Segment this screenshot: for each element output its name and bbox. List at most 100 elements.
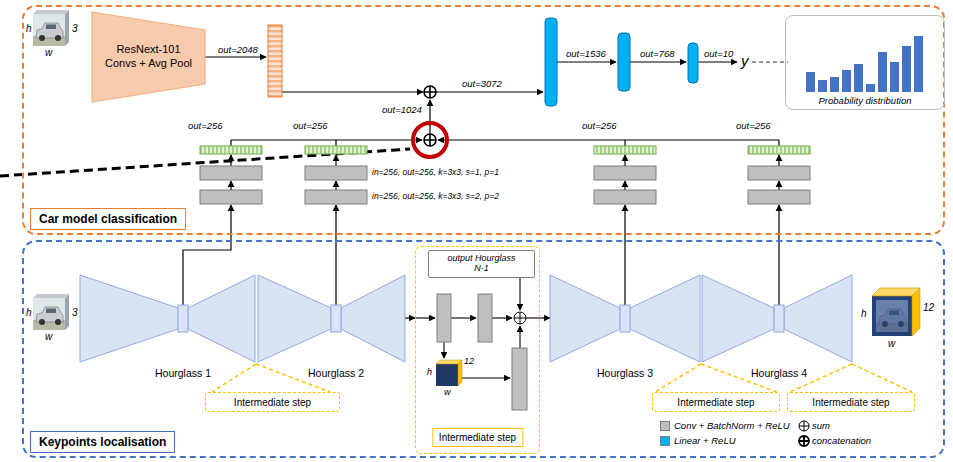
flow-line bbox=[205, 56, 266, 57]
input-image bbox=[33, 10, 69, 14]
legend-entry: Conv + BatchNorm + ReLU bbox=[660, 420, 790, 432]
conv-block bbox=[512, 348, 527, 410]
heatmap-cube bbox=[458, 360, 462, 386]
flow-line bbox=[778, 205, 779, 305]
hourglass-outline bbox=[550, 275, 700, 362]
output-chart-text: Probability distribution bbox=[786, 95, 944, 106]
concat-symbol bbox=[424, 86, 436, 98]
flow-line bbox=[438, 139, 779, 140]
input-image bbox=[33, 298, 65, 330]
step-box: Intermediate step bbox=[787, 392, 915, 412]
encoder-shape bbox=[258, 275, 331, 362]
flow-arrow bbox=[540, 317, 550, 318]
probability-bar bbox=[806, 72, 815, 92]
probability-bar bbox=[914, 36, 923, 92]
step-internals bbox=[526, 317, 540, 318]
dim-label: w bbox=[444, 388, 451, 397]
flow-line bbox=[624, 155, 625, 166]
bracket-line bbox=[852, 364, 912, 392]
dim-label: 12 bbox=[464, 357, 474, 366]
probability-bar bbox=[818, 80, 827, 92]
step-box: Intermediate step bbox=[652, 392, 780, 412]
flow-line bbox=[778, 181, 779, 190]
hourglass-module-text: Hourglass 2 bbox=[308, 367, 364, 379]
legend-text: Linear + ReLU bbox=[674, 435, 736, 447]
conv-block bbox=[200, 166, 810, 204]
step-internals bbox=[519, 278, 520, 310]
input-image bbox=[33, 10, 69, 46]
flow-line bbox=[778, 140, 779, 146]
feature-vector bbox=[200, 146, 262, 154]
concat-symbol bbox=[799, 436, 809, 446]
step-internals bbox=[519, 326, 520, 348]
probability-bar bbox=[902, 46, 911, 92]
flow-line bbox=[698, 61, 737, 62]
dim-label: 3 bbox=[72, 24, 78, 34]
sum-symbol bbox=[799, 421, 809, 431]
dim-label: w bbox=[45, 332, 52, 342]
step-detail-text: Intermediate step bbox=[432, 428, 523, 447]
bracket-line bbox=[212, 364, 256, 392]
size-label: out=256 bbox=[582, 121, 617, 131]
probability-bar bbox=[866, 84, 875, 92]
flow-line bbox=[335, 140, 336, 146]
hourglass-module: Hourglass 4 bbox=[702, 275, 852, 380]
flow-line bbox=[624, 140, 625, 146]
dim-label: 12 bbox=[923, 303, 934, 313]
size-label: out=1536 bbox=[566, 49, 606, 59]
sum-symbol bbox=[514, 312, 526, 324]
probability-bar bbox=[878, 52, 887, 92]
input-image bbox=[65, 10, 69, 46]
layer-params: in=256, out=256, k=3x3, s=2, p=2 bbox=[372, 192, 499, 201]
feature-vector bbox=[748, 146, 810, 154]
backbone-block: ResNext-101 Convs + Avg Pool bbox=[92, 12, 205, 102]
feature-vector bbox=[268, 25, 282, 97]
encoder-shape bbox=[550, 275, 620, 362]
sum-symbol bbox=[799, 421, 809, 431]
localisation-region: Keypoints localisationHourglass 1Hourgla… bbox=[22, 240, 945, 458]
legend-text: Conv + BatchNorm + ReLU bbox=[674, 420, 790, 432]
feature-vector bbox=[200, 146, 810, 154]
layer-params: in=256, out=256, k=3x3, s=1, p=1 bbox=[372, 168, 499, 177]
concat-symbol bbox=[424, 134, 436, 146]
hourglass-outline bbox=[258, 275, 405, 362]
flow-line bbox=[436, 91, 543, 92]
heatmap-cube bbox=[436, 360, 462, 386]
legend-entry: concatenation bbox=[798, 435, 871, 447]
heatmap-cube bbox=[872, 296, 912, 336]
concat-symbol bbox=[799, 436, 809, 446]
trapezoid-outline bbox=[92, 12, 205, 102]
input-box: output Hourglass N-1 bbox=[428, 250, 535, 278]
flow-line bbox=[624, 181, 625, 190]
step-box-text: Intermediate step bbox=[677, 397, 754, 408]
bracket-line bbox=[655, 364, 701, 392]
legend-swatch bbox=[660, 436, 670, 446]
conv-block bbox=[594, 166, 656, 180]
probability-bar bbox=[890, 62, 899, 92]
conv-block bbox=[200, 190, 262, 204]
legend-text: concatenation bbox=[812, 435, 871, 447]
step-box: Intermediate step bbox=[205, 392, 340, 412]
legend-entry: Linear + ReLU bbox=[660, 435, 736, 447]
linear-layer bbox=[545, 18, 698, 106]
step-detail: Intermediate step output Hourglass N-1 bbox=[415, 246, 540, 454]
dim-label: w bbox=[45, 48, 52, 58]
flow-line bbox=[282, 91, 423, 92]
bottleneck-shape bbox=[178, 305, 188, 332]
flow-line bbox=[335, 155, 336, 166]
linear-layer bbox=[545, 18, 557, 106]
dim-label: w bbox=[888, 339, 895, 349]
probability-bar bbox=[854, 64, 863, 92]
concat-symbol bbox=[424, 134, 436, 146]
sum-symbol bbox=[514, 312, 526, 324]
size-label: out=3072 bbox=[462, 79, 502, 89]
output-chart: Probability distribution bbox=[785, 15, 945, 110]
flow-line bbox=[429, 100, 430, 134]
bottleneck-shape bbox=[331, 305, 341, 332]
encoder-shape bbox=[702, 275, 774, 362]
size-label: out=256 bbox=[188, 121, 223, 131]
hourglass-module: Hourglass 3 bbox=[550, 275, 700, 380]
